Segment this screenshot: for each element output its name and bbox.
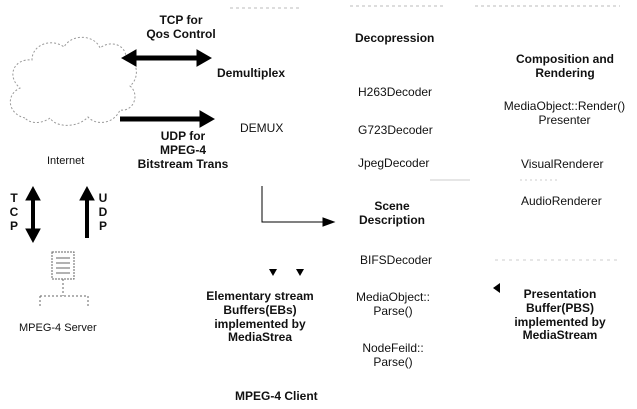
demultiplex-heading: Demultiplex bbox=[217, 66, 286, 80]
presentation-arrowhead bbox=[493, 283, 500, 293]
nodefeild-parse-line-2: Parse() bbox=[373, 354, 413, 369]
udp-label-line-3: Bitstream Trans bbox=[137, 156, 229, 171]
tcp-letter-t: T bbox=[10, 191, 18, 205]
decoder-h263: H263Decoder bbox=[358, 85, 433, 99]
mediaobject-parse-line-1: MediaObject:: bbox=[355, 290, 431, 304]
eb-line-1: Elementary stream bbox=[206, 289, 314, 303]
nodefeild-parse: NodeFeild:: Parse() bbox=[352, 341, 434, 370]
server-computer-icon bbox=[39, 251, 89, 306]
pb-line-4: MediaStream bbox=[522, 328, 598, 343]
decompression-heading: Decopression bbox=[355, 31, 435, 45]
eb-line-3: implemented by bbox=[214, 316, 306, 331]
audio-renderer: AudioRenderer bbox=[521, 194, 602, 208]
mediaobject-parse-line-2: Parse() bbox=[373, 303, 413, 318]
udp-vertical-label: U D P bbox=[96, 191, 110, 233]
scene-heading-line-2: Description bbox=[358, 212, 425, 227]
server-label: MPEG-4 Server bbox=[19, 322, 97, 334]
bifs-decoder: BIFSDecoder bbox=[360, 253, 433, 267]
demux-to-scene-arrow bbox=[261, 186, 336, 227]
tcp-vertical-arrow bbox=[25, 185, 41, 244]
eb-line-4: MediaStrea bbox=[227, 330, 293, 345]
udp-letter-d: D bbox=[98, 204, 108, 219]
decoder-g723: G723Decoder bbox=[358, 123, 433, 137]
tcp-label-line-1: TCP for bbox=[159, 13, 203, 27]
udp-letter-u: U bbox=[98, 191, 108, 205]
udp-label-line-1: UDP for bbox=[160, 129, 206, 143]
decoder-jpeg: JpegDecoder bbox=[358, 156, 430, 170]
composition-heading: Composition and Rendering bbox=[505, 52, 625, 81]
presentation-buffer: Presentation Buffer(PBS) implemented by … bbox=[500, 287, 620, 343]
internet-cloud-icon bbox=[10, 36, 137, 126]
pb-line-1: Presentation bbox=[523, 287, 597, 301]
presenter-line: Presenter bbox=[538, 112, 591, 127]
nodefeild-parse-line-1: NodeFeild:: bbox=[362, 341, 424, 355]
top-dashes bbox=[230, 5, 620, 9]
elementary-stream-buffers: Elementary stream Buffers(EBs) implement… bbox=[195, 289, 325, 345]
composition-heading-line-2: Rendering bbox=[535, 65, 595, 80]
tcp-letter-c: C bbox=[9, 204, 19, 219]
pb-line-3: implemented by bbox=[514, 314, 606, 329]
tcp-vertical-label: T C P bbox=[7, 191, 21, 233]
udp-label-line-2: MPEG-4 bbox=[159, 142, 206, 157]
mediaobject-render-line: MediaObject::Render() bbox=[503, 99, 626, 113]
udp-letter-p: P bbox=[98, 218, 107, 233]
scene-heading-line-1: Scene bbox=[374, 199, 410, 213]
udp-arrow-label: UDP for MPEG-4 Bitstream Trans bbox=[108, 129, 258, 171]
mediaobject-parse: MediaObject:: Parse() bbox=[352, 290, 434, 319]
tcp-double-arrow bbox=[120, 49, 213, 67]
composition-heading-line-1: Composition and bbox=[516, 52, 614, 66]
internet-label: Internet bbox=[47, 155, 85, 167]
eb-line-2: Buffers(EBs) bbox=[223, 302, 297, 317]
tcp-label-line-2: Qos Control bbox=[146, 26, 216, 41]
scene-description-heading: Scene Description bbox=[352, 199, 432, 228]
down-arrowheads bbox=[269, 269, 304, 276]
pb-line-2: Buffer(PBS) bbox=[526, 300, 594, 315]
tcp-arrow-label: TCP for Qos Control bbox=[130, 13, 232, 42]
udp-arrow bbox=[120, 110, 216, 128]
demux-label: DEMUX bbox=[240, 121, 284, 135]
visual-renderer: VisualRenderer bbox=[521, 157, 604, 171]
mediaobject-render-presenter: MediaObject::Render() Presenter bbox=[492, 99, 637, 128]
udp-vertical-arrow bbox=[79, 185, 95, 238]
faint-separators bbox=[430, 179, 620, 261]
mpeg4-client-label: MPEG-4 Client bbox=[235, 389, 318, 403]
tcp-letter-p: P bbox=[9, 218, 18, 233]
